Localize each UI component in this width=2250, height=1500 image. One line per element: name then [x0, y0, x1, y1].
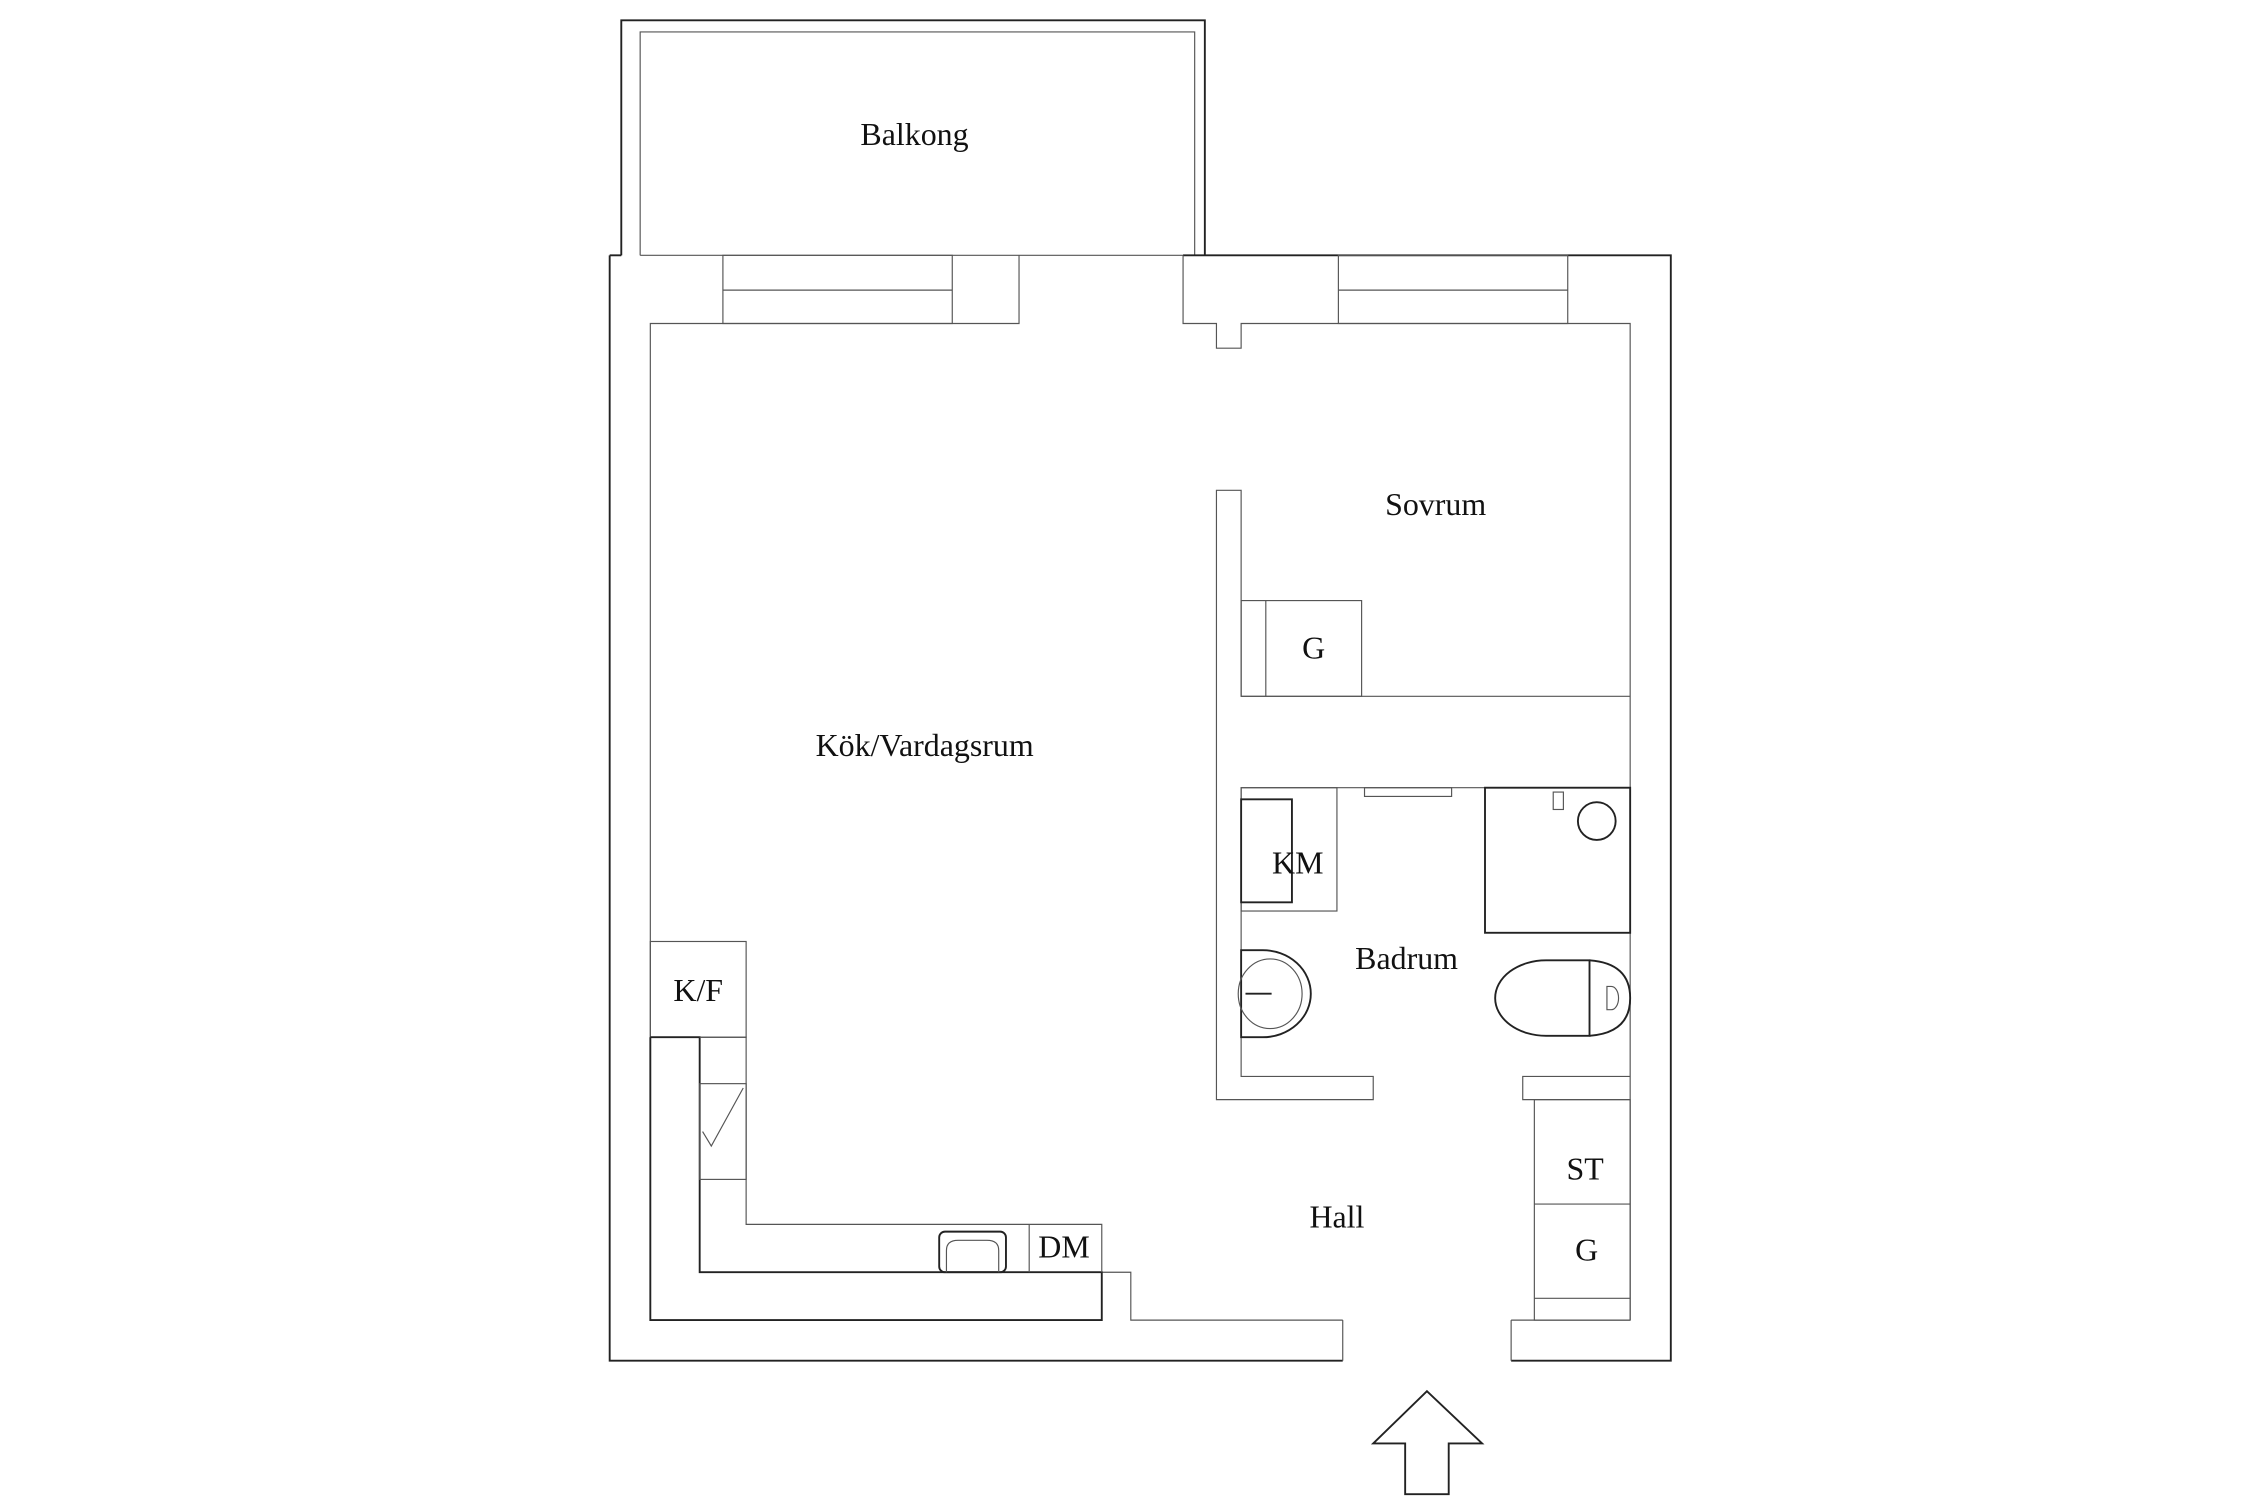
hall-closets	[1533, 1099, 1631, 1321]
kitchen	[649, 940, 1103, 1322]
dishwasher-label: DM	[1038, 1230, 1089, 1265]
shower-icon	[1484, 786, 1632, 934]
room-label-kitchen-living: Kök/Vardagsrum	[816, 728, 1034, 763]
windows	[722, 254, 1569, 325]
toilet-icon	[1494, 959, 1632, 1037]
outer-walls	[608, 254, 1672, 1362]
room-label-bathroom: Badrum	[1355, 941, 1458, 976]
sink-icon	[1237, 949, 1312, 1039]
kitchen-sink-icon	[938, 1230, 1007, 1274]
bedroom-closet-label: G	[1302, 631, 1325, 666]
bathroom-fixtures	[1237, 786, 1632, 1039]
room-label-hall: Hall	[1309, 1199, 1364, 1234]
washing-machine-label: KM	[1272, 845, 1323, 880]
room-label-bedroom: Sovrum	[1385, 487, 1486, 522]
hall-closet-label: G	[1575, 1233, 1598, 1268]
entrance-arrow-icon	[1370, 1389, 1485, 1496]
room-label-balcony: Balkong	[860, 117, 968, 152]
interior-walls	[1215, 489, 1631, 1101]
fridge-freezer-label: K/F	[673, 973, 723, 1008]
bedroom-closet	[1240, 600, 1363, 697]
hall-storage-label: ST	[1567, 1151, 1604, 1186]
